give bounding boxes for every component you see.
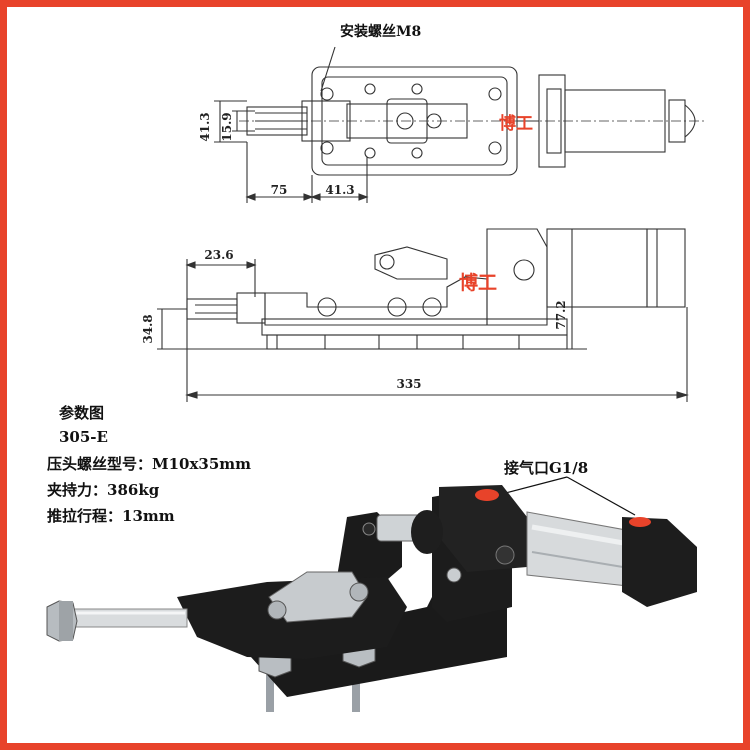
top-dim-75: 75 (271, 183, 288, 197)
top-watermark: 博工 (499, 113, 533, 134)
top-dim-15-9: 15.9 (220, 112, 234, 141)
top-dim-41-3-horizontal: 41.3 (325, 183, 354, 197)
side-dim-335: 335 (396, 377, 421, 391)
spec-row-screw: 压头螺丝型号：M10x35mm (47, 453, 251, 474)
spec-value: 13mm (122, 507, 175, 525)
product-photo (46, 476, 697, 712)
side-dim-77-2: 77.2 (554, 300, 568, 329)
spec-row-stroke: 推拉行程：13mm (47, 505, 175, 526)
top-view-drawing (214, 46, 707, 203)
spec-label: 推拉行程： (47, 507, 123, 525)
spec-value: 386kg (107, 481, 160, 499)
spec-label: 夹持力： (47, 481, 108, 499)
top-dim-41-3-vertical: 41.3 (198, 112, 212, 141)
side-dim-34-8: 34.8 (141, 314, 155, 343)
side-watermark: 博工 (459, 271, 497, 294)
side-dim-23-6: 23.6 (204, 248, 233, 262)
spec-label: 压头螺丝型号： (47, 455, 153, 473)
technical-drawing: 41.3 15.9 75 41.3 23.6 34.8 77.2 335 博工 … (46, 46, 707, 712)
air-inlet-label: 接气口G1/8 (504, 459, 589, 477)
side-view-drawing (157, 228, 689, 402)
spec-model: 305-E (59, 428, 108, 446)
product-sheet: 41.3 15.9 75 41.3 23.6 34.8 77.2 335 博工 … (7, 7, 743, 743)
spec-row-force: 夹持力：386kg (47, 479, 159, 500)
mount-screw-label: 安装螺丝M8 (340, 24, 422, 40)
spec-title: 参数图 (59, 404, 105, 422)
spec-value: M10x35mm (152, 455, 252, 473)
